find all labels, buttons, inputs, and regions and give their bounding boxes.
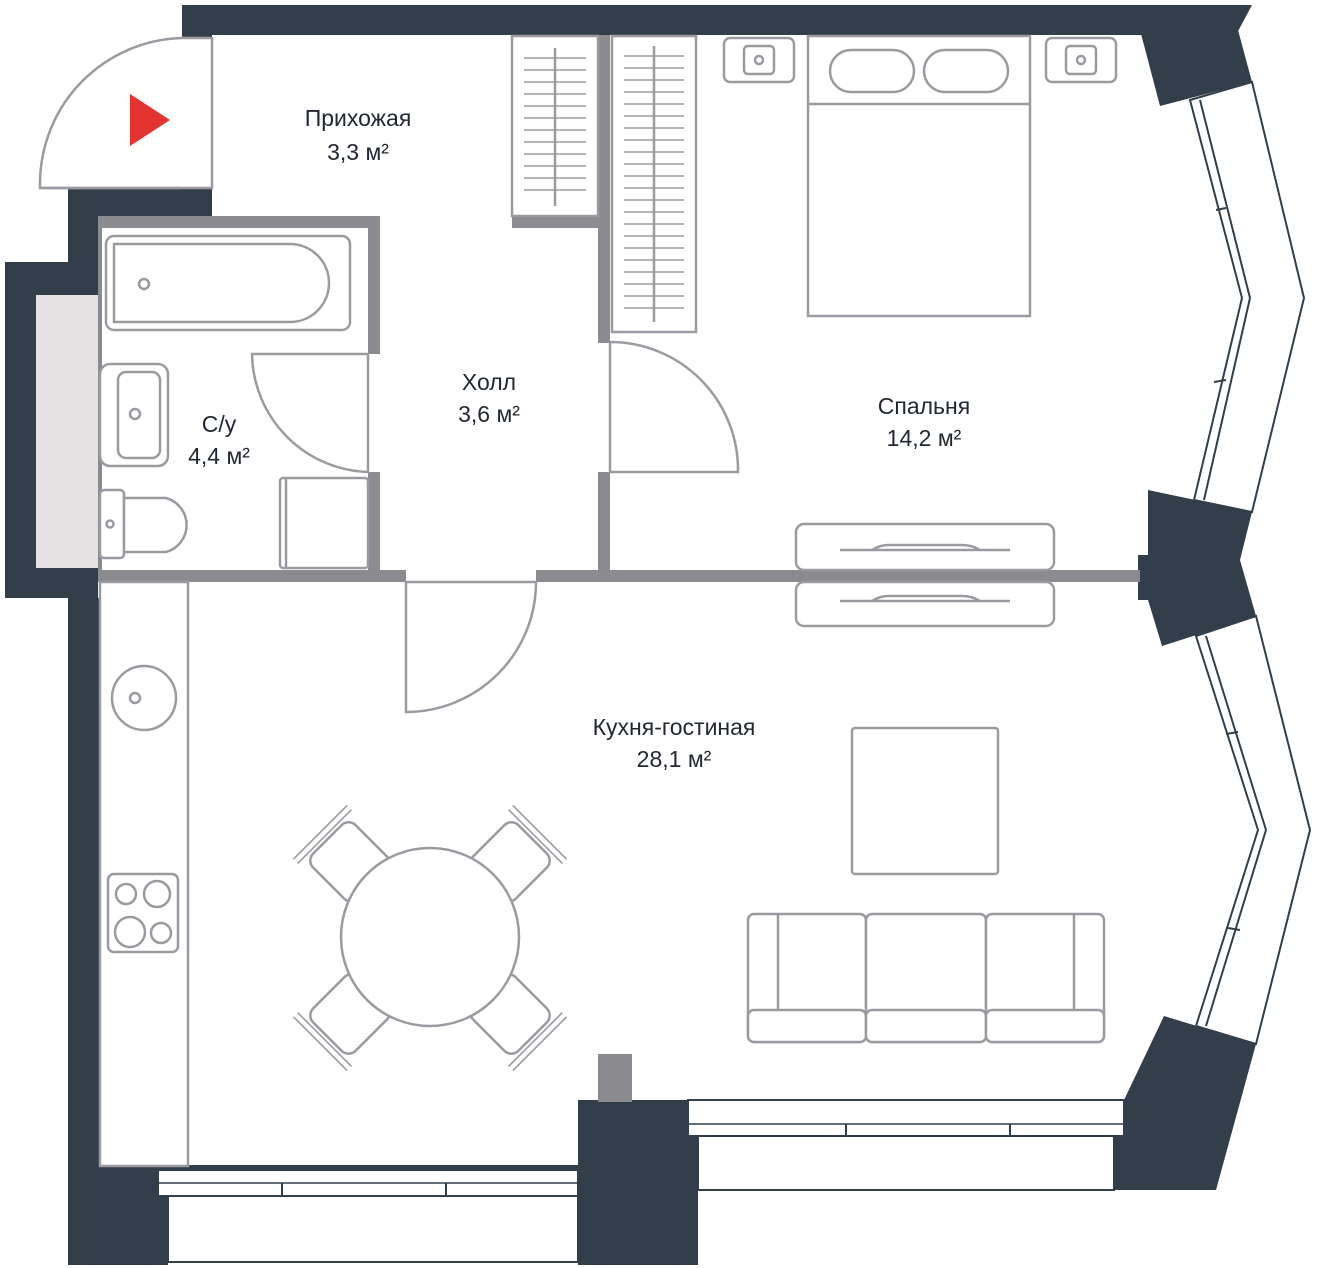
nightstand-left (722, 36, 796, 84)
bottom-window-left (157, 1169, 579, 1263)
washbasin (98, 362, 170, 468)
room-name: Прихожая (305, 105, 412, 131)
bathroom-door (250, 352, 370, 474)
dining-set (292, 804, 568, 1072)
room-label-hall: Холл 3,6 м² (458, 369, 520, 427)
room-label-hallway: Прихожая 3,3 м² (305, 105, 412, 165)
right-window-upper (1188, 80, 1306, 514)
kitchen-radiator (794, 580, 1056, 628)
bathtub (104, 234, 352, 332)
exterior-walls (5, 5, 1256, 1265)
coffee-table (850, 726, 1000, 876)
room-area: 14,2 м² (887, 425, 962, 451)
balcony-niche (36, 295, 98, 568)
room-name: Кухня-гостиная (593, 714, 756, 740)
bedroom-door (608, 340, 740, 474)
room-area: 3,6 м² (458, 401, 520, 427)
room-area: 4,4 м² (188, 443, 250, 469)
room-label-bathroom: С/у 4,4 м² (188, 411, 250, 469)
bottom-window-right (687, 1099, 1125, 1191)
dining-table (339, 846, 521, 1028)
cooktop (106, 872, 180, 954)
kitchen-sink (110, 664, 178, 732)
bedroom-radiator (794, 522, 1056, 572)
toilet (98, 488, 188, 560)
room-name: Спальня (878, 393, 970, 419)
nightstand-right (1044, 36, 1118, 84)
wardrobe-left (510, 34, 600, 218)
washing-machine (278, 476, 370, 570)
room-label-kitchen-living: Кухня-гостиная 28,1 м² (593, 714, 756, 772)
entrance-arrow-icon (130, 94, 170, 146)
kitchen-door (404, 580, 538, 714)
room-label-bedroom: Спальня 14,2 м² (878, 393, 970, 451)
double-bed (806, 34, 1032, 318)
right-window-lower (1194, 614, 1312, 1046)
room-name: Холл (462, 369, 516, 395)
interior-walls (98, 35, 1140, 1102)
sofa (746, 912, 1106, 1044)
room-area: 3,3 м² (327, 139, 389, 165)
room-area: 28,1 м² (637, 746, 712, 772)
room-name: С/у (202, 411, 237, 437)
wardrobe-right (610, 34, 698, 334)
entrance-door (38, 36, 214, 190)
